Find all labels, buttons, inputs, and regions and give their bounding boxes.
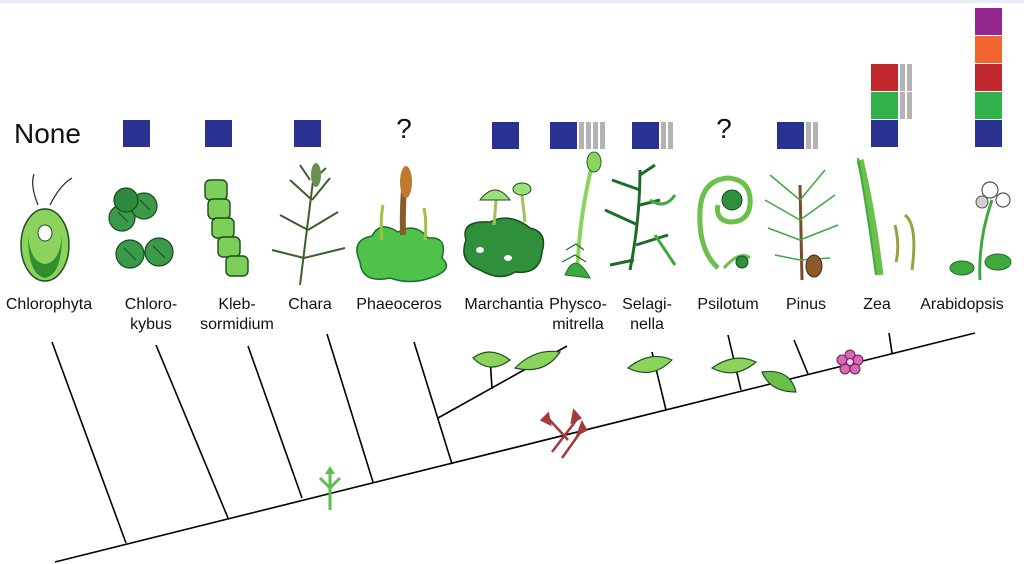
pinus-pine-icon xyxy=(764,169,839,281)
phylogenetic-tree xyxy=(51,332,976,563)
branch-pinus xyxy=(793,339,809,375)
taxon-label-phaeoceros: Phaeoceros xyxy=(356,296,442,313)
physcomitrella-moss-icon xyxy=(561,151,602,279)
branch-chlorokybus xyxy=(155,344,229,519)
taxon-label-arabidopsis: Arabidopsis xyxy=(920,296,1004,313)
taxon-label-klebsormidium: Kleb-sormidium xyxy=(200,296,274,333)
phaeoceros-hornwort-icon xyxy=(356,166,448,283)
taxon-label-chara: Chara xyxy=(288,296,332,313)
chara-icon xyxy=(271,163,346,286)
klebsormidium-filament-icon xyxy=(204,179,249,277)
leaf-icon xyxy=(626,355,674,374)
selaginella-icon xyxy=(604,163,677,271)
leaf-icon xyxy=(710,357,758,374)
unknown-mark-psilotum: ? xyxy=(716,113,732,144)
zea-maize-icon xyxy=(856,157,916,276)
square-pinus xyxy=(777,122,818,149)
chlorokybus-cells-icon xyxy=(108,187,174,269)
square-marchantia-blue xyxy=(492,122,519,149)
marchantia-liverwort-icon xyxy=(463,182,545,278)
chlorophyta-cell-icon xyxy=(20,173,73,282)
square-selaginella xyxy=(632,122,673,149)
square-klebsormidium-blue xyxy=(205,120,232,147)
leaf-icon xyxy=(761,370,797,393)
branch-klebsormidium xyxy=(247,345,303,499)
branch-chara xyxy=(326,333,374,483)
taxon-label-pinus: Pinus xyxy=(785,296,827,313)
taxon-label-selaginella: Selagi-nella xyxy=(622,296,672,333)
square-chara-blue xyxy=(294,120,321,147)
gene-squares xyxy=(123,8,1002,149)
arabidopsis-icon xyxy=(949,181,1012,281)
branch-chlorophyta xyxy=(51,341,127,544)
taxon-label-psilotum: Psilotum xyxy=(697,296,759,313)
square-arabidopsis xyxy=(975,8,1002,147)
leaf-icon xyxy=(513,350,562,371)
branching-arrow-icon xyxy=(318,466,342,510)
taxon-label-zea: Zea xyxy=(863,296,891,313)
none-label: None xyxy=(14,118,81,149)
taxon-label-chlorophyta: Chlorophyta xyxy=(5,296,93,313)
branch-phaeoceros xyxy=(413,341,453,465)
main-backbone xyxy=(54,332,976,563)
unknown-mark-phaeoceros: ? xyxy=(396,113,412,144)
branch-zea xyxy=(888,332,893,354)
taxon-label-chlorokybus: Chloro-kybus xyxy=(124,296,178,333)
taxon-label-marchantia: Marchantia xyxy=(464,296,544,313)
taxon-label-physcomitrella: Physco-mitrella xyxy=(549,296,607,333)
top-border xyxy=(0,0,1024,3)
branching-arrow-icon xyxy=(539,408,588,459)
flower-icon xyxy=(836,349,864,375)
square-physcomitrella xyxy=(550,122,605,149)
psilotum-fern-icon xyxy=(697,175,753,270)
square-chlorokybus-blue xyxy=(123,120,150,147)
square-zea xyxy=(871,64,912,147)
leaf-icon xyxy=(472,351,512,368)
